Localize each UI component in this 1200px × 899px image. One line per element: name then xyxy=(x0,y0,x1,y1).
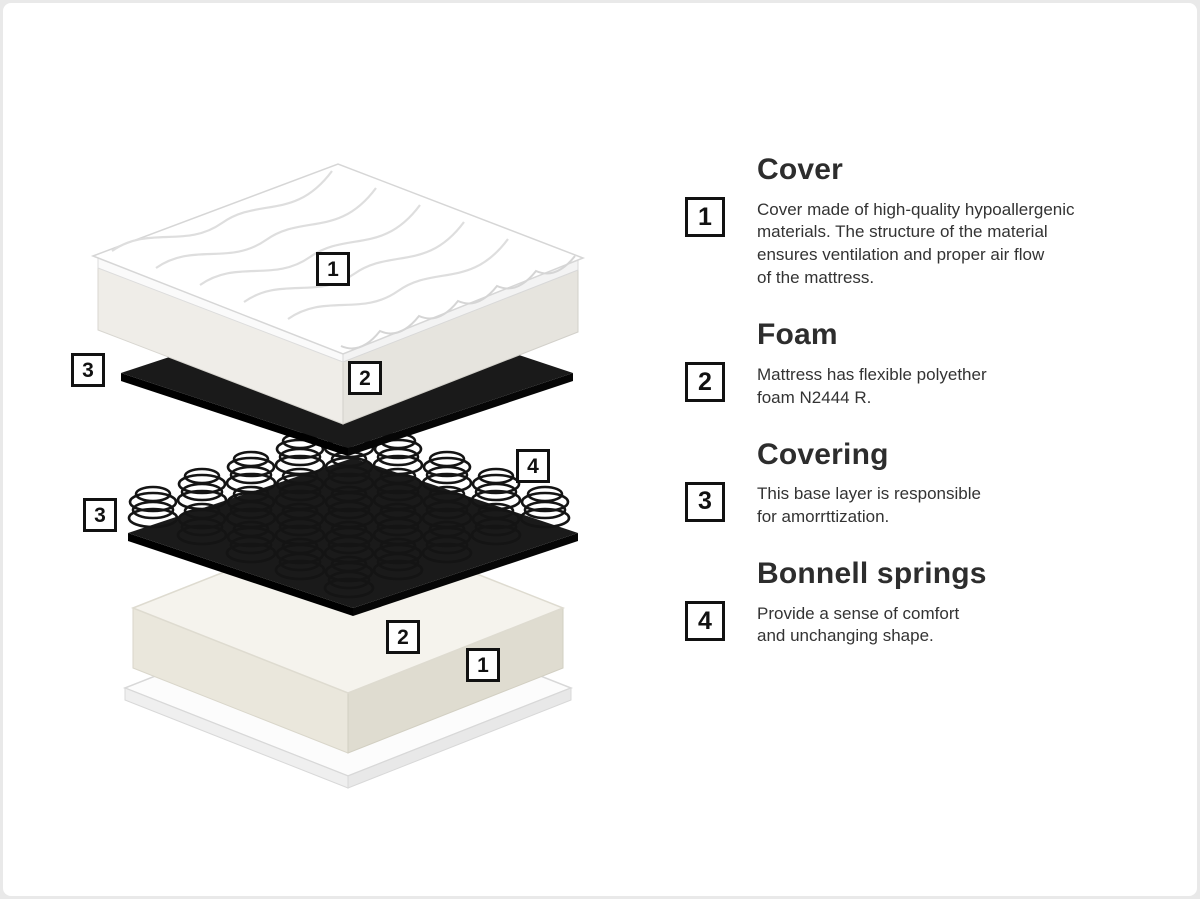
info-section-cover: 1 Cover Cover made of high-quality hypoa… xyxy=(685,151,1155,290)
infographic-card: 1 2 3 4 3 2 1 1 Cover Cover made of high… xyxy=(3,3,1197,896)
mattress-exploded-diagram: 1 2 3 4 3 2 1 xyxy=(33,88,673,808)
section-title-cover: Cover xyxy=(757,153,844,186)
diagram-badge-springs: 4 xyxy=(516,449,550,483)
info-badge-1: 1 xyxy=(685,197,725,237)
section-desc-foam: Mattress has flexible polyether foam N24… xyxy=(757,364,987,407)
layer-descriptions: 1 Cover Cover made of high-quality hypoa… xyxy=(685,151,1155,674)
diagram-badge-covering-upper: 3 xyxy=(71,353,105,387)
diagram-badge-foam-top: 2 xyxy=(348,361,382,395)
mattress-illustration xyxy=(90,163,586,789)
section-desc-bonnell-springs: Provide a sense of comfort and unchangin… xyxy=(757,603,960,646)
section-title-foam: Foam xyxy=(757,318,838,352)
section-desc-cover: Cover made of high-quality hypoallergeni… xyxy=(757,199,1075,288)
section-title-bonnell-springs: Bonnell springs xyxy=(757,557,987,590)
info-badge-3: 3 xyxy=(685,481,725,522)
section-desc-covering: This base layer is responsible for amorr… xyxy=(757,484,981,527)
diagram-badge-covering-lower: 3 xyxy=(83,498,117,532)
diagram-badge-cover-top: 1 xyxy=(316,252,350,286)
info-badge-2: 2 xyxy=(685,362,725,403)
info-section-foam: 2 Foam Mattress has flexible polyether f… xyxy=(685,316,1155,409)
info-section-bonnell-springs: 4 Bonnell springs Provide a sense of com… xyxy=(685,555,1155,648)
diagram-badge-foam-bottom: 2 xyxy=(386,620,420,654)
info-badge-4: 4 xyxy=(685,601,725,641)
section-title-covering: Covering xyxy=(757,437,889,471)
diagram-badge-cover-bottom: 1 xyxy=(466,648,500,682)
info-section-covering: 3 Covering This base layer is responsibl… xyxy=(685,436,1155,529)
